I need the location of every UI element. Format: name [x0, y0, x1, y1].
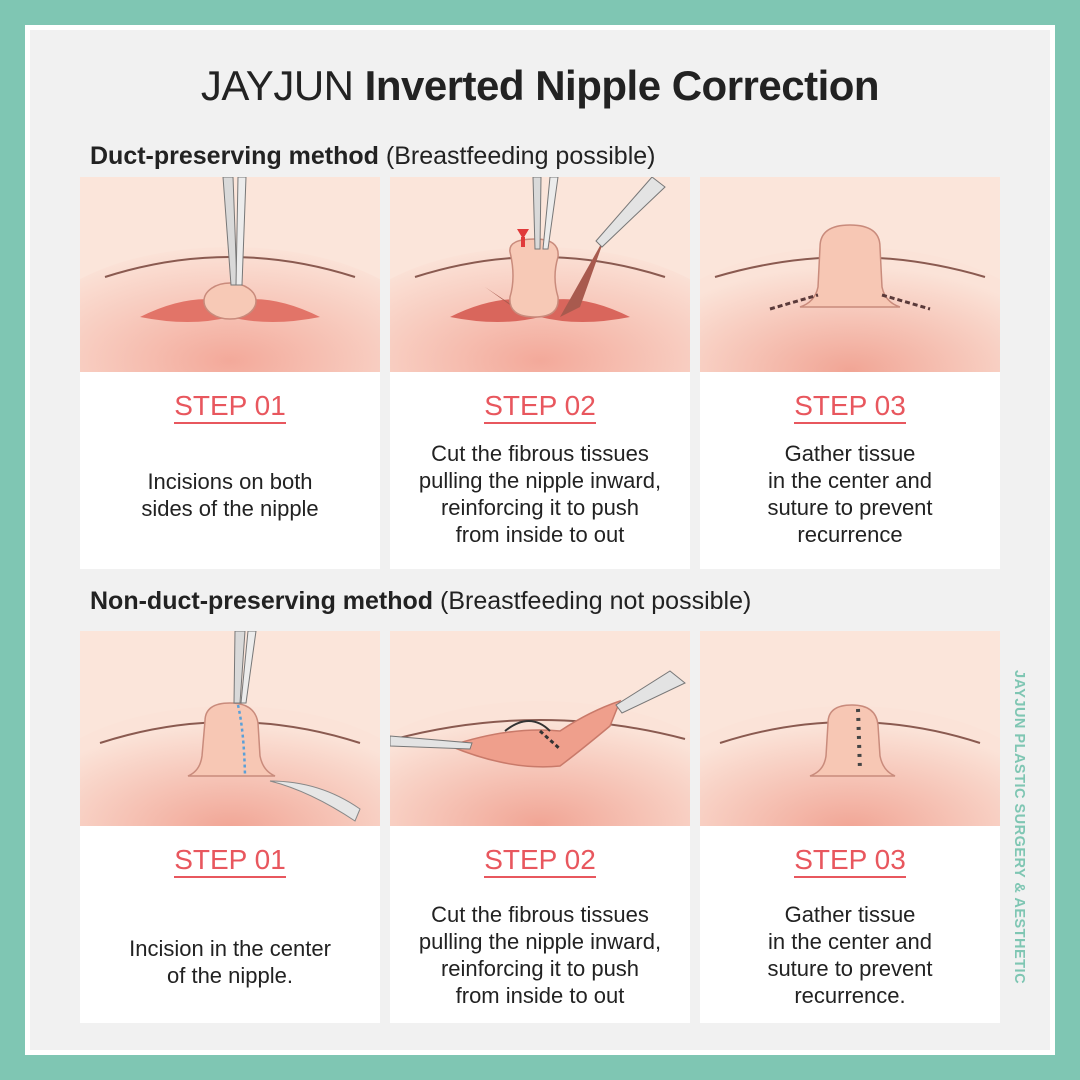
step-label: STEP 02: [390, 844, 690, 878]
step-card-nonduct-01: STEP 01 Incision in the center of the ni…: [80, 631, 380, 1023]
step-label: STEP 03: [700, 844, 1000, 878]
step-description: Gather tissue in the center and suture t…: [767, 441, 933, 547]
step-card-duct-01: STEP 01 Incisions on both sides of the n…: [80, 177, 380, 569]
page-title: JAYJUN Inverted Nipple Correction: [0, 62, 1080, 110]
illustration-cut-fibrous-tissue: [390, 177, 690, 372]
step-label: STEP 02: [390, 390, 690, 424]
section-heading-non-duct-preserving: Non-duct-preserving method (Breastfeedin…: [90, 587, 751, 616]
title-brand: JAYJUN: [200, 62, 354, 109]
step-description: Incisions on both sides of the nipple: [141, 469, 319, 521]
step-label: STEP 01: [80, 844, 380, 878]
section-method: Non-duct-preserving method: [90, 587, 434, 615]
section-note: (Breastfeeding not possible): [440, 587, 752, 615]
step-card-duct-03: STEP 03 Gather tissue in the center and …: [700, 177, 1000, 569]
step-description: Incision in the center of the nipple.: [129, 936, 331, 988]
step-label: STEP 01: [80, 390, 380, 424]
title-main: Inverted Nipple Correction: [364, 62, 880, 109]
step-description: Gather tissue in the center and suture t…: [767, 902, 933, 1008]
illustration-incisions-both-sides: [80, 177, 380, 372]
step-description: Cut the fibrous tissues pulling the nipp…: [418, 441, 662, 547]
section-note: (Breastfeeding possible): [385, 142, 656, 170]
illustration-center-incision: [80, 631, 380, 826]
step-card-nonduct-03: STEP 03 Gather tissue in the center and …: [700, 631, 1000, 1023]
illustration-suture-both-sides: [700, 177, 1000, 372]
illustration-split-and-suture: [390, 631, 690, 826]
step-card-nonduct-02: STEP 02 Cut the fibrous tissues pulling …: [390, 631, 690, 1023]
side-brand-text: JAYJUN PLASTIC SURGERY & AESTHETIC: [1011, 670, 1027, 985]
step-label: STEP 03: [700, 390, 1000, 424]
step-card-duct-02: STEP 02 Cut the fibrous tissues pulling …: [390, 177, 690, 569]
illustration-center-suture: [700, 631, 1000, 826]
step-description: Cut the fibrous tissues pulling the nipp…: [418, 902, 662, 1008]
section-method: Duct-preserving method: [90, 142, 379, 170]
section-heading-duct-preserving: Duct-preserving method (Breastfeeding po…: [90, 142, 655, 171]
